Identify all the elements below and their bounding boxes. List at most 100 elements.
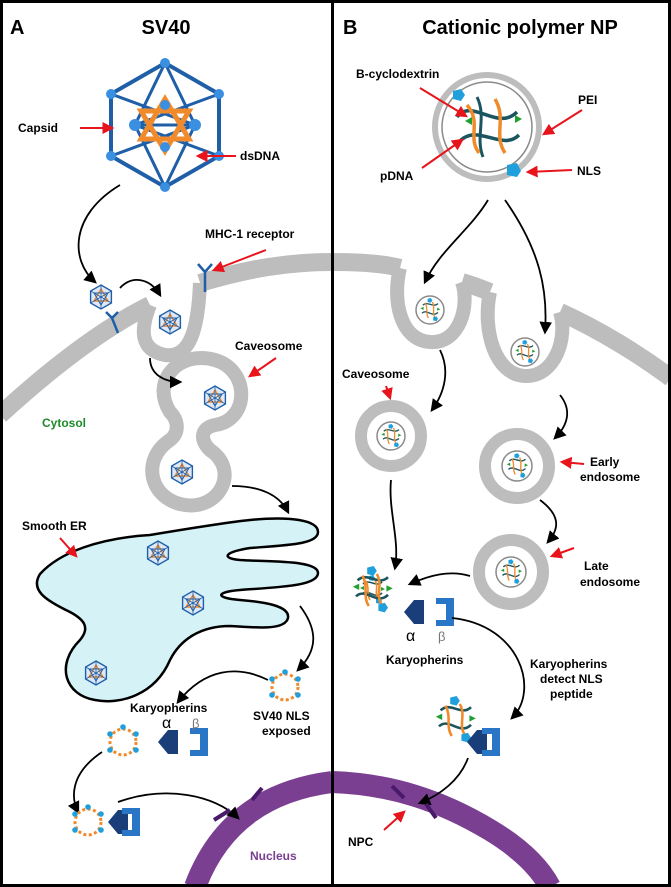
- nls-label: NLS: [577, 164, 601, 178]
- beta-label-b: β: [438, 629, 445, 644]
- karyopherin-alpha-a: [158, 730, 178, 754]
- early-endosome-label-1: Early: [590, 455, 620, 469]
- cell-membrane-a: [0, 253, 333, 422]
- capsid-er-2: [181, 590, 205, 616]
- capsid-in-pit: [158, 309, 182, 335]
- caveosome-pointer-a: [248, 357, 277, 378]
- panel-b-letter: B: [343, 17, 357, 39]
- arrow-complex-to-npc-b: [417, 757, 469, 806]
- sv40-capsid: [106, 58, 224, 192]
- membrane-pit-b1: [390, 266, 472, 349]
- capsid-er-1: [146, 540, 170, 566]
- arrow-nls-to-kap: [176, 670, 269, 704]
- pei-pointer: [541, 109, 583, 136]
- arrow-caveosome-to-release: [389, 479, 403, 571]
- karyopherin-beta-a: [190, 728, 208, 756]
- cyclodextrin-label: B-cyclodextrin: [356, 67, 439, 81]
- early-endosome-label-2: endosome: [580, 470, 640, 484]
- mhc-receptor-2: [197, 263, 213, 292]
- npc-mark-b2: [424, 802, 438, 820]
- smooth-er-pointer: [59, 537, 78, 558]
- arrow-pit-to-caveosome: [149, 357, 183, 389]
- late-endosome-label-1: Late: [584, 559, 609, 573]
- beta-label-a: β: [192, 716, 199, 731]
- early-endosome-pointer: [559, 456, 585, 469]
- pdna-label: pDNA: [380, 169, 414, 183]
- caveosome-label-a: Caveosome: [235, 339, 303, 353]
- arrow-np-to-pit2: [504, 199, 552, 335]
- np-caveosome: [376, 421, 406, 451]
- np-early-endosome: [501, 450, 533, 482]
- panel-a-title: SV40: [142, 17, 191, 39]
- nucleus-envelope-a: [184, 771, 334, 887]
- arrow-entry-a: [77, 184, 121, 284]
- detect-label-3: peptide: [550, 687, 593, 701]
- membrane-pit-a: [136, 282, 207, 363]
- arrow-er-to-nls: [296, 605, 315, 672]
- plus-sign-a: +: [180, 736, 187, 750]
- panel-b-border: [331, 0, 671, 887]
- npc-mark-a1: [212, 808, 232, 822]
- np-in-pit-1: [415, 295, 445, 325]
- nls-exposed-label-1: SV40 NLS: [253, 709, 310, 723]
- arrow-bind-to-pit: [119, 279, 162, 298]
- smooth-er: [35, 517, 320, 703]
- arrow-late-to-release: [407, 572, 471, 586]
- panel-b: B Cationic polymer NP B-cyclodextrin PEI…: [331, 17, 671, 887]
- nls-exposed-capsid: [267, 667, 303, 702]
- npc-mark-b1: [390, 784, 406, 800]
- nucleus-envelope-b: [331, 771, 560, 887]
- karyopherins-label-b: Karyopherins: [386, 653, 464, 667]
- karyopherin-alpha-b: [404, 600, 424, 624]
- plus-sign-b: +: [426, 606, 433, 620]
- polymer-nanoparticle: [432, 72, 542, 182]
- arrow-kap-to-complex: [67, 751, 103, 815]
- karyopherins-label-a: Karyopherins: [130, 701, 208, 715]
- karyopherin-beta-b: [436, 598, 454, 626]
- detect-label-2: detect NLS: [540, 672, 603, 686]
- np-late-endosome: [495, 556, 527, 588]
- smooth-er-label: Smooth ER: [22, 519, 87, 533]
- pdna-pointer: [421, 138, 464, 169]
- released-np-large: [351, 564, 395, 614]
- capsid-binding: [89, 284, 113, 310]
- mhc-receptor-label: MHC-1 receptor: [205, 227, 295, 241]
- npc-mark-a2: [250, 786, 264, 802]
- cyclodextrin-pointer: [419, 87, 469, 118]
- cytosol-label: Cytosol: [42, 416, 86, 430]
- npc-pointer: [383, 810, 406, 831]
- capsid-caveosome-1: [203, 385, 227, 411]
- caveosome-label-b: Caveosome: [342, 367, 410, 381]
- mhc-pointer: [211, 249, 267, 273]
- arrow-kap-to-detect: [451, 617, 526, 720]
- alpha-label-b: α: [406, 628, 415, 645]
- arrow-pit1-to-caveosome: [430, 349, 447, 413]
- nucleus-label: Nucleus: [250, 849, 297, 863]
- capsid-label: Capsid: [18, 121, 58, 135]
- panel-a: A SV40 Capsid dsDNA MHC-1 receptor Caveo…: [0, 17, 334, 887]
- arrow-caveosome-to-er: [231, 485, 290, 515]
- membrane-pit-b2: [480, 290, 570, 383]
- nls-exposed-label-2: exposed: [262, 724, 311, 738]
- panel-b-title: Cationic polymer NP: [422, 17, 618, 39]
- dsdna-label: dsDNA: [240, 149, 280, 163]
- capsid-caveosome-2: [170, 459, 194, 485]
- caveosome-pointer-b: [381, 385, 393, 401]
- capsid-er-3: [84, 660, 108, 686]
- detect-label-1: Karyopherins: [530, 657, 608, 671]
- alpha-label-a: α: [162, 715, 171, 732]
- pei-label: PEI: [578, 93, 597, 107]
- np-in-pit-2: [510, 337, 540, 367]
- npc-label: NPC: [348, 835, 374, 849]
- arrow-pit2-to-early: [553, 394, 569, 440]
- arrow-np-to-pit1: [423, 199, 489, 285]
- nls-pointer: [525, 165, 573, 178]
- panel-a-letter: A: [10, 17, 24, 39]
- np-bound-complex: [434, 694, 478, 744]
- mhc-receptor-1: [105, 311, 120, 334]
- late-endosome-label-2: endosome: [580, 575, 640, 589]
- late-endosome-pointer: [549, 547, 575, 559]
- arrow-early-to-late: [539, 499, 560, 544]
- nls-capsid-unbound: [105, 722, 141, 757]
